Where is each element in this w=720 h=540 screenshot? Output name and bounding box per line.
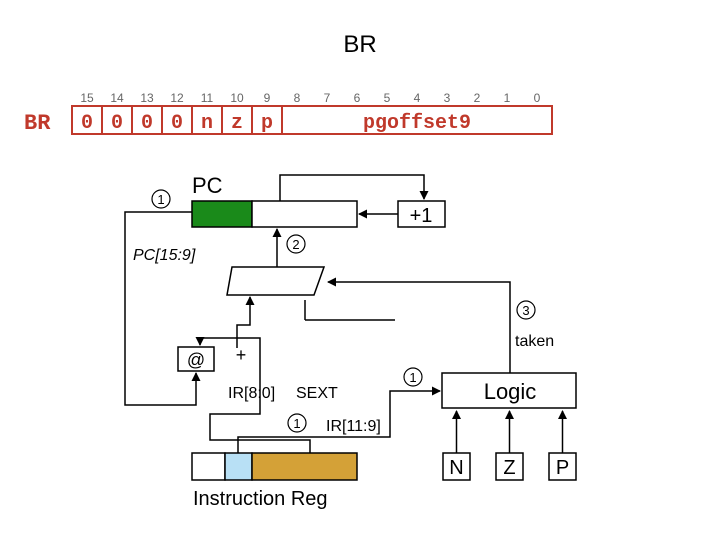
- bit-number: 15: [80, 91, 94, 105]
- step-marker-label: 1: [293, 416, 300, 431]
- logic-block: Logic: [441, 372, 577, 409]
- condition-flags: N Z P: [442, 452, 577, 481]
- concat-at-label: @: [187, 350, 205, 370]
- flag-z-box: [495, 452, 524, 481]
- step-marker-label: 2: [292, 237, 299, 252]
- incrementer-label: +1: [410, 205, 433, 227]
- format-field: n: [201, 112, 213, 135]
- pc-high-bits: [191, 200, 253, 228]
- instruction-reg-label: Instruction Reg: [193, 488, 328, 510]
- ir-low-label: IR[8:0]: [228, 385, 275, 402]
- step-marker-label: 1: [409, 370, 416, 385]
- instruction-register: Instruction Reg: [191, 452, 358, 510]
- logic-label: Logic: [484, 379, 537, 404]
- instruction-mnemonic: BR: [24, 111, 51, 136]
- bit-number: 8: [294, 91, 301, 105]
- step-marker-circle: [151, 189, 171, 209]
- format-field: pgoffset9: [363, 112, 471, 135]
- pc-low-bits: [251, 200, 358, 228]
- ir-nzp-bits: [224, 452, 253, 481]
- bit-number: 13: [140, 91, 154, 105]
- step-marker-circle: [403, 367, 423, 387]
- bit-number: 7: [324, 91, 331, 105]
- bit-number: 9: [264, 91, 271, 105]
- format-field: 0: [81, 112, 93, 135]
- bit-number: 6: [354, 91, 361, 105]
- slide-title: BR: [343, 31, 376, 58]
- step-marker-circle: [286, 234, 306, 254]
- bit-number: 5: [384, 91, 391, 105]
- concat-box: [177, 346, 215, 372]
- bit-number: 2: [474, 91, 481, 105]
- format-field: 0: [171, 112, 183, 135]
- step-marker-label: 1: [157, 192, 164, 207]
- bit-number: 11: [201, 91, 214, 105]
- format-field: 0: [141, 112, 153, 135]
- bit-number: 10: [230, 91, 244, 105]
- wires: [124, 174, 567, 453]
- pc-register: PC: [191, 173, 358, 228]
- sext-label: SEXT: [296, 385, 338, 402]
- step-marker-label: 3: [522, 303, 529, 318]
- step-markers: 1 2 3 1 1: [151, 189, 536, 433]
- step-marker-circle: [287, 413, 307, 433]
- flag-p-label: P: [556, 457, 569, 479]
- flag-z-label: Z: [503, 457, 515, 479]
- flag-n-label: N: [449, 457, 463, 479]
- step-marker-circle: [516, 300, 536, 320]
- bit-number: 1: [504, 91, 511, 105]
- taken-label: taken: [515, 333, 554, 350]
- bit-number: 4: [414, 91, 421, 105]
- bit-number: 12: [170, 91, 184, 105]
- address-adder: [226, 266, 326, 296]
- bit-number: 0: [534, 91, 541, 105]
- format-field: p: [261, 112, 273, 135]
- ir-offset-bits: [251, 452, 358, 481]
- flag-n-box: [442, 452, 471, 481]
- ir-nzp-label: IR[11:9]: [326, 418, 381, 435]
- bit-number: 3: [444, 91, 451, 105]
- instruction-format-box: [71, 105, 553, 135]
- format-field: 0: [111, 112, 123, 135]
- format-field: z: [231, 112, 243, 135]
- plus-label: +: [236, 345, 247, 365]
- bit-number: 14: [110, 91, 124, 105]
- pc-label: PC: [192, 173, 223, 198]
- pc-bits-label: PC[15:9]: [133, 247, 196, 264]
- incrementer: +1: [397, 200, 446, 228]
